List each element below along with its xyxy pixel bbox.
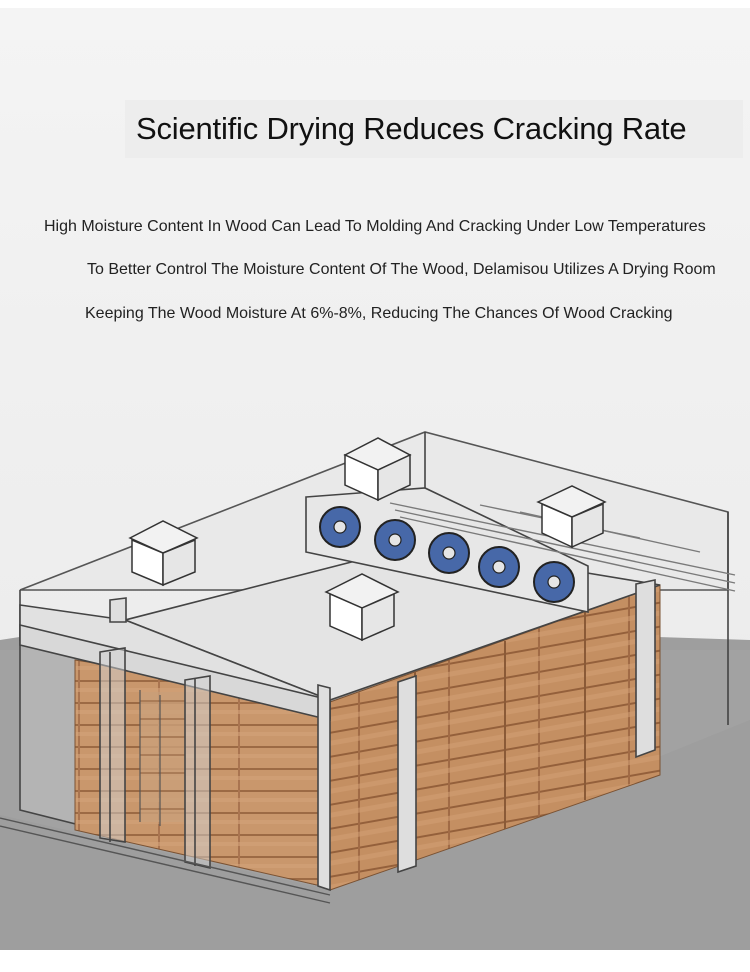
title-banner: Scientific Drying Reduces Cracking Rate — [125, 100, 743, 158]
roof-vent — [128, 520, 199, 587]
bottom-border — [0, 950, 750, 972]
description-line-3: Keeping The Wood Moisture At 6%-8%, Redu… — [85, 305, 673, 322]
roof-vent — [343, 437, 412, 502]
fan-icon — [319, 506, 361, 548]
top-border — [0, 0, 750, 8]
fan-icon — [478, 546, 520, 588]
fan-icon — [533, 561, 575, 603]
pillars — [109, 579, 656, 892]
fan-wall — [305, 487, 589, 613]
door — [99, 647, 211, 870]
description-line-2: To Better Control The Moisture Content O… — [87, 261, 716, 278]
fan-icon — [428, 532, 470, 574]
floor-rails — [0, 817, 331, 904]
roof-vent — [324, 573, 400, 642]
page-title: Scientific Drying Reduces Cracking Rate — [136, 111, 687, 146]
drying-room-illustration — [0, 431, 750, 952]
roof-vent — [536, 485, 607, 549]
description-line-1: High Moisture Content In Wood Can Lead T… — [44, 218, 706, 235]
fan-icon — [374, 519, 416, 561]
